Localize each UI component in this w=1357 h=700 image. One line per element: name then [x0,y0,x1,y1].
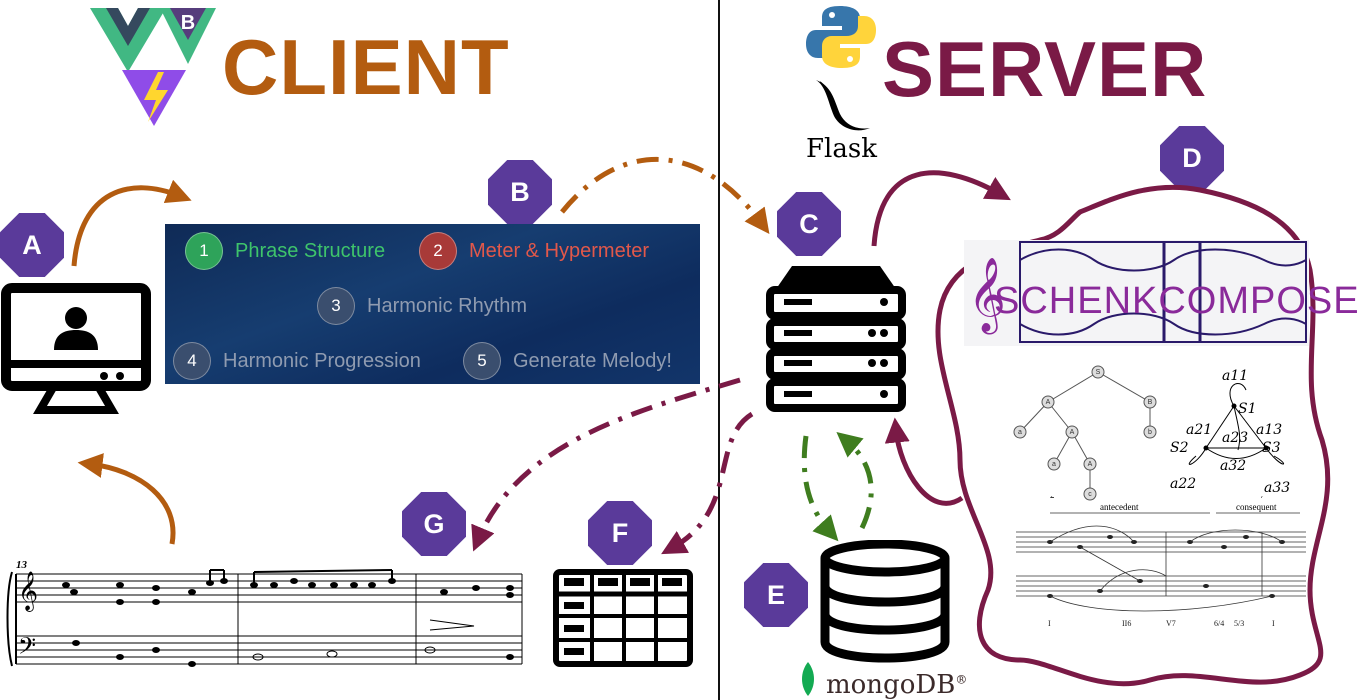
schenkerian-analysis: 2 7 antecedent consequent I II6 V7 6/4 5… [1016,496,1306,628]
tree-node: A [1088,461,1093,468]
graph-label: a22 [1170,476,1196,492]
step-harmonic-rhythm[interactable]: 3 Harmonic Rhythm [317,287,527,325]
label-a: A [0,213,64,277]
measure-number: 13 [16,559,28,571]
schenkcomposer-wordmark: SCHENKCOMPOSER [994,280,1357,322]
tree-node: A [1046,399,1051,406]
analysis-note: 2 [1050,496,1055,500]
roman-numeral: 5/3 [1234,619,1244,628]
arrow-db-to-server [836,431,874,530]
antecedent-label: antecedent [1100,502,1139,512]
steps-panel: 1 Phrase Structure 2 Meter & Hypermeter … [165,224,700,384]
graph-label: a32 [1220,458,1246,474]
graph-label: a11 [1222,368,1248,384]
graph-label: a13 [1256,422,1282,438]
sheet-music: 13 𝄞 𝄢 [6,559,523,667]
step-harmonic-progression[interactable]: 4 Harmonic Progression [173,342,421,380]
step-number: 2 [419,232,457,270]
tree-node: B [1148,399,1153,406]
consequent-label: consequent [1236,502,1277,512]
svg-text:𝄞: 𝄞 [968,258,1006,335]
database-icon [820,540,950,663]
mongodb-leaf-icon [802,662,814,696]
client-server-divider [718,0,720,700]
tree-node: A [1070,429,1075,436]
label-b: B [488,160,552,224]
step-number: 5 [463,342,501,380]
arrow-server-to-table [661,411,754,555]
analysis-note: 7 [1260,496,1265,500]
roman-numeral: I [1272,619,1275,628]
bootstrap-vue-letter: B [181,12,195,34]
svg-text:𝄢: 𝄢 [18,632,36,665]
step-number: 4 [173,342,211,380]
label-c: C [777,192,841,256]
tree-node: S [1096,369,1101,376]
arrow-server-to-db [801,435,839,542]
graph-label: a33 [1264,480,1290,496]
table-icon [553,569,693,667]
roman-numeral: II6 [1122,619,1131,628]
step-generate-melody[interactable]: 5 Generate Melody! [463,342,672,380]
tree-node: c [1088,491,1092,498]
arrow-steps-to-server [560,156,770,235]
label-f: F [588,501,652,565]
schenkcomposer-logo: 𝄞 SCHENKCOMPOSER [964,240,1357,346]
step-label: Harmonic Progression [223,349,421,372]
bootstrap-vue-logo-icon: B [160,8,216,64]
roman-numeral: I [1048,619,1051,628]
label-g: G [402,492,466,556]
step-label: Generate Melody! [513,349,672,372]
roman-numeral: 6/4 [1214,619,1224,628]
python-logo-icon [806,6,876,68]
arrow-engine-to-server [884,417,964,506]
tree-node: a [1018,429,1022,436]
arrow-user-to-steps [71,179,192,267]
step-label: Harmonic Rhythm [367,294,528,317]
tree-node: a [1052,461,1056,468]
schenker-engine-boundary [935,184,1331,687]
server-title: SERVER [882,25,1208,113]
step-meter-hypermeter[interactable]: 2 Meter & Hypermeter [419,232,649,270]
graph-label: S1 [1238,401,1257,417]
graph-label: a23 [1222,430,1248,446]
graph-label: S3 [1262,440,1281,456]
flask-logo-icon [816,80,870,131]
step-number: 3 [317,287,355,325]
graph-label: a21 [1186,422,1212,438]
label-d: D [1160,126,1224,190]
step-number: 1 [185,232,223,270]
schenk-staff-icon: 𝄞 [968,241,1307,343]
step-label: Meter & Hypermeter [469,239,650,262]
server-icon [766,266,906,412]
vue-logo-icon [90,8,166,72]
step-phrase-structure[interactable]: 1 Phrase Structure [185,232,385,270]
schenker-tree: S A B a A b a A c [1013,365,1157,501]
graph-label: S2 [1170,440,1189,456]
vite-logo-icon [122,70,186,126]
client-title: CLIENT [222,23,510,111]
frontend-logos-icon: B [90,8,216,126]
roman-numeral: V7 [1166,619,1176,628]
mongodb-label: mongoDB® [826,670,968,700]
step-label: Phrase Structure [235,239,386,262]
label-e: E [744,563,808,627]
tree-node: b [1148,429,1152,436]
arrow-score-to-user [77,453,176,545]
user-computer-icon [1,283,151,414]
arrow-server-to-score [471,377,741,552]
flask-label: Flask [806,134,877,164]
svg-text:𝄞: 𝄞 [18,571,38,612]
arrow-server-to-engine [871,170,1011,247]
markov-graph: a11 S1 a21 a13 a23 S2 S3 a32 a22 a33 [1170,368,1290,496]
